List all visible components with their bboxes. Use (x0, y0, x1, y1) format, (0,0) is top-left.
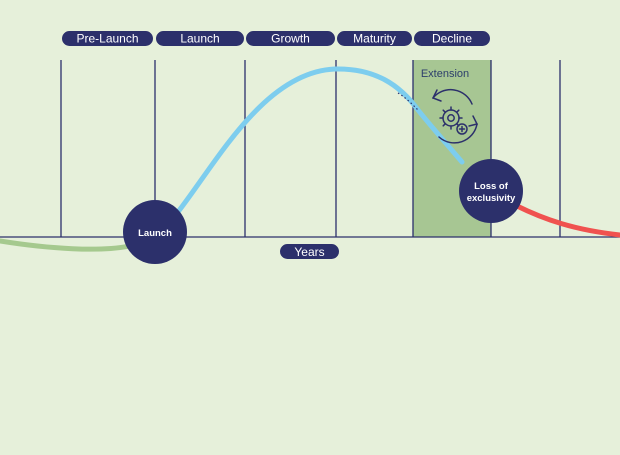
launch-marker: Launch (123, 200, 187, 264)
loss-of-exclusivity-marker: Loss of exclusivity (459, 159, 523, 223)
stage-pill-launch: Launch (156, 31, 244, 46)
stage-pill-growth: Growth (246, 31, 335, 46)
loss-of-exclusivity-label-line1: Loss of (474, 181, 509, 192)
stage-label: Pre-Launch (76, 32, 138, 46)
loss-of-exclusivity-label-line2: exclusivity (467, 193, 516, 204)
extension-label: Extension (421, 68, 469, 80)
stage-pill-decline: Decline (414, 31, 490, 46)
growth-curve (167, 66, 465, 225)
stage-labels: Pre-Launch Launch Growth Maturity Declin… (62, 31, 490, 46)
stage-pill-pre-launch: Pre-Launch (62, 31, 153, 46)
decline-curve (512, 202, 620, 238)
years-label: Years (294, 245, 324, 259)
stage-label: Maturity (353, 32, 396, 46)
stage-label: Decline (432, 32, 472, 46)
launch-marker-label: Launch (138, 228, 172, 239)
stage-label: Launch (180, 32, 219, 46)
stage-pill-maturity: Maturity (337, 31, 412, 46)
stage-label: Growth (271, 32, 310, 46)
extension-curve-dotted (397, 92, 419, 111)
gear-cycle-icon (431, 88, 479, 144)
years-pill: Years (280, 244, 339, 259)
